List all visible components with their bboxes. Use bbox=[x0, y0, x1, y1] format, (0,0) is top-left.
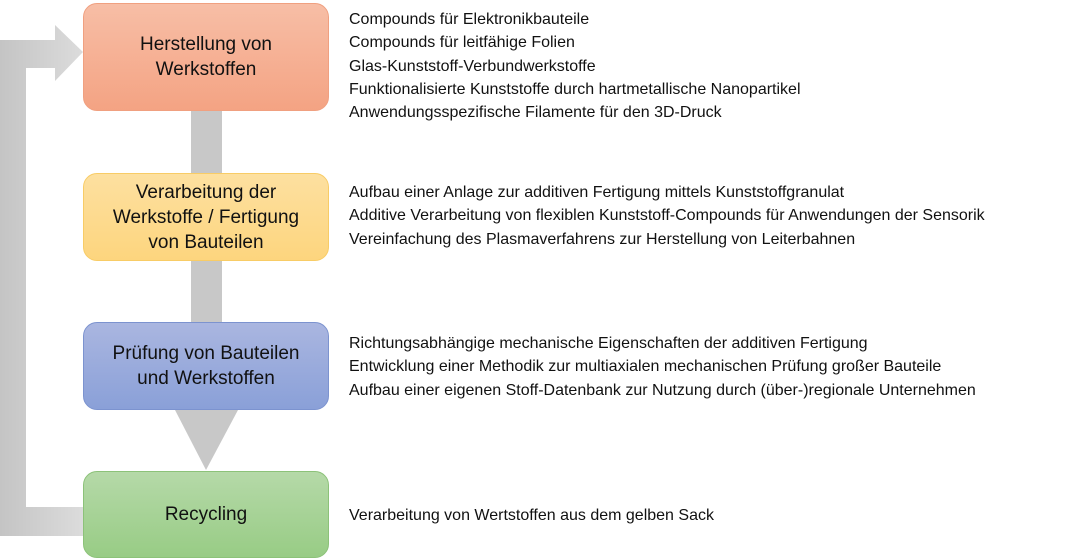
list-item: Anwendungsspezifische Filamente für den … bbox=[349, 104, 722, 122]
item-list-herstellung: Compounds für Elektronikbauteile Compoun… bbox=[349, 8, 801, 124]
list-item: Vereinfachung des Plasmaverfahrens zur H… bbox=[349, 230, 856, 248]
list-item: Funktionalisierte Kunststoffe durch hart… bbox=[349, 80, 801, 98]
item-list-pruefung: Richtungsabhängige mechanische Eigenscha… bbox=[349, 332, 976, 402]
list-item: Aufbau einer Anlage zur additiven Fertig… bbox=[349, 184, 845, 201]
list-item: Entwicklung einer Methodik zur multiaxia… bbox=[349, 358, 942, 376]
list-item: Verarbeitung von Wertstoffen aus dem gel… bbox=[349, 507, 714, 524]
list-item: Compounds für Elektronikbauteile bbox=[349, 11, 590, 28]
item-list-verarbeitung: Aufbau einer Anlage zur additiven Fertig… bbox=[349, 181, 985, 251]
list-item: Richtungsabhängige mechanische Eigenscha… bbox=[349, 335, 868, 352]
arrow-down-head bbox=[175, 410, 238, 470]
step-box-verarbeitung: Verarbeitung der Werkstoffe / Fertigung … bbox=[83, 173, 329, 261]
step-title: Prüfung von Bauteilen und Werkstoffen bbox=[112, 343, 300, 389]
list-item: Compounds für leitfähige Folien bbox=[349, 34, 575, 52]
step-box-recycling: Recycling bbox=[83, 471, 329, 558]
step-title: Verarbeitung der Werkstoffe / Fertigung … bbox=[112, 181, 300, 253]
step-title: Herstellung von Werkstoffen bbox=[139, 34, 273, 80]
list-item: Additive Verarbeitung von flexiblen Kuns… bbox=[349, 207, 985, 225]
item-list-recycling: Verarbeitung von Wertstoffen aus dem gel… bbox=[349, 504, 714, 527]
step-title: Recycling bbox=[164, 504, 248, 525]
feedback-loop-arrow bbox=[0, 25, 84, 536]
step-box-pruefung: Prüfung von Bauteilen und Werkstoffen bbox=[83, 322, 329, 410]
list-item: Glas-Kunststoff-Verbundwerkstoffe bbox=[349, 57, 596, 75]
step-box-herstellung: Herstellung von Werkstoffen bbox=[83, 3, 329, 111]
list-item: Aufbau einer eigenen Stoff-Datenbank zur… bbox=[349, 381, 976, 399]
